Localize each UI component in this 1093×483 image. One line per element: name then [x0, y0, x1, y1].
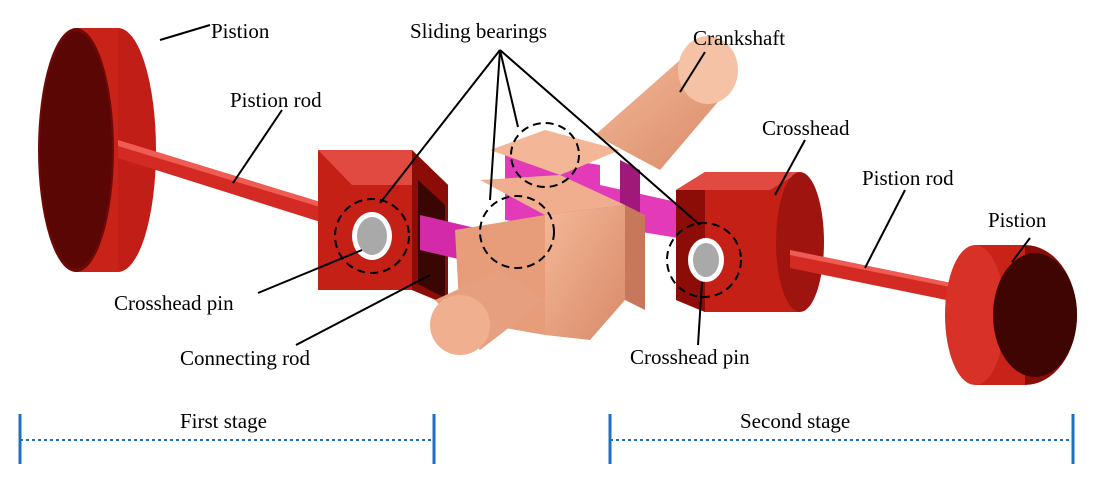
piston-left-shape [38, 28, 156, 272]
highlight-circle-bearing-mid [479, 195, 555, 269]
highlight-circle-bearing-top [510, 122, 580, 188]
crankshaft-shape [595, 36, 738, 170]
label-crosshead-pin-right: Crosshead pin [630, 345, 750, 369]
piston-rod-left-shape [118, 140, 330, 225]
crankshaft-front-shape [430, 270, 545, 355]
label-piston-left: Pistion [211, 19, 270, 43]
label-crankshaft: Crankshaft [693, 26, 785, 50]
label-sliding-bearings: Sliding bearings [410, 19, 547, 43]
label-crosshead-pin-left: Crosshead pin [114, 291, 234, 315]
highlight-circles [334, 122, 742, 298]
piston-rod-right-shape [790, 250, 995, 310]
label-connecting-rod: Connecting rod [180, 346, 311, 370]
piston-right-shape [945, 245, 1077, 385]
stage-second-label: Second stage [740, 409, 850, 433]
label-piston-rod-right: Pistion rod [862, 166, 954, 190]
label-crosshead: Crosshead [762, 116, 850, 140]
highlight-circle-pin-right [666, 222, 742, 298]
highlight-circle-pin-left [334, 198, 410, 274]
label-piston-rod-left: Pistion rod [230, 88, 322, 112]
leader-lines [159, 24, 1031, 346]
stage-first-label: First stage [180, 409, 267, 433]
stage-first: First stage [18, 409, 436, 464]
stage-second: Second stage [608, 409, 1075, 464]
crosshead-right-shape [676, 172, 824, 312]
label-piston-right: Pistion [988, 208, 1047, 232]
